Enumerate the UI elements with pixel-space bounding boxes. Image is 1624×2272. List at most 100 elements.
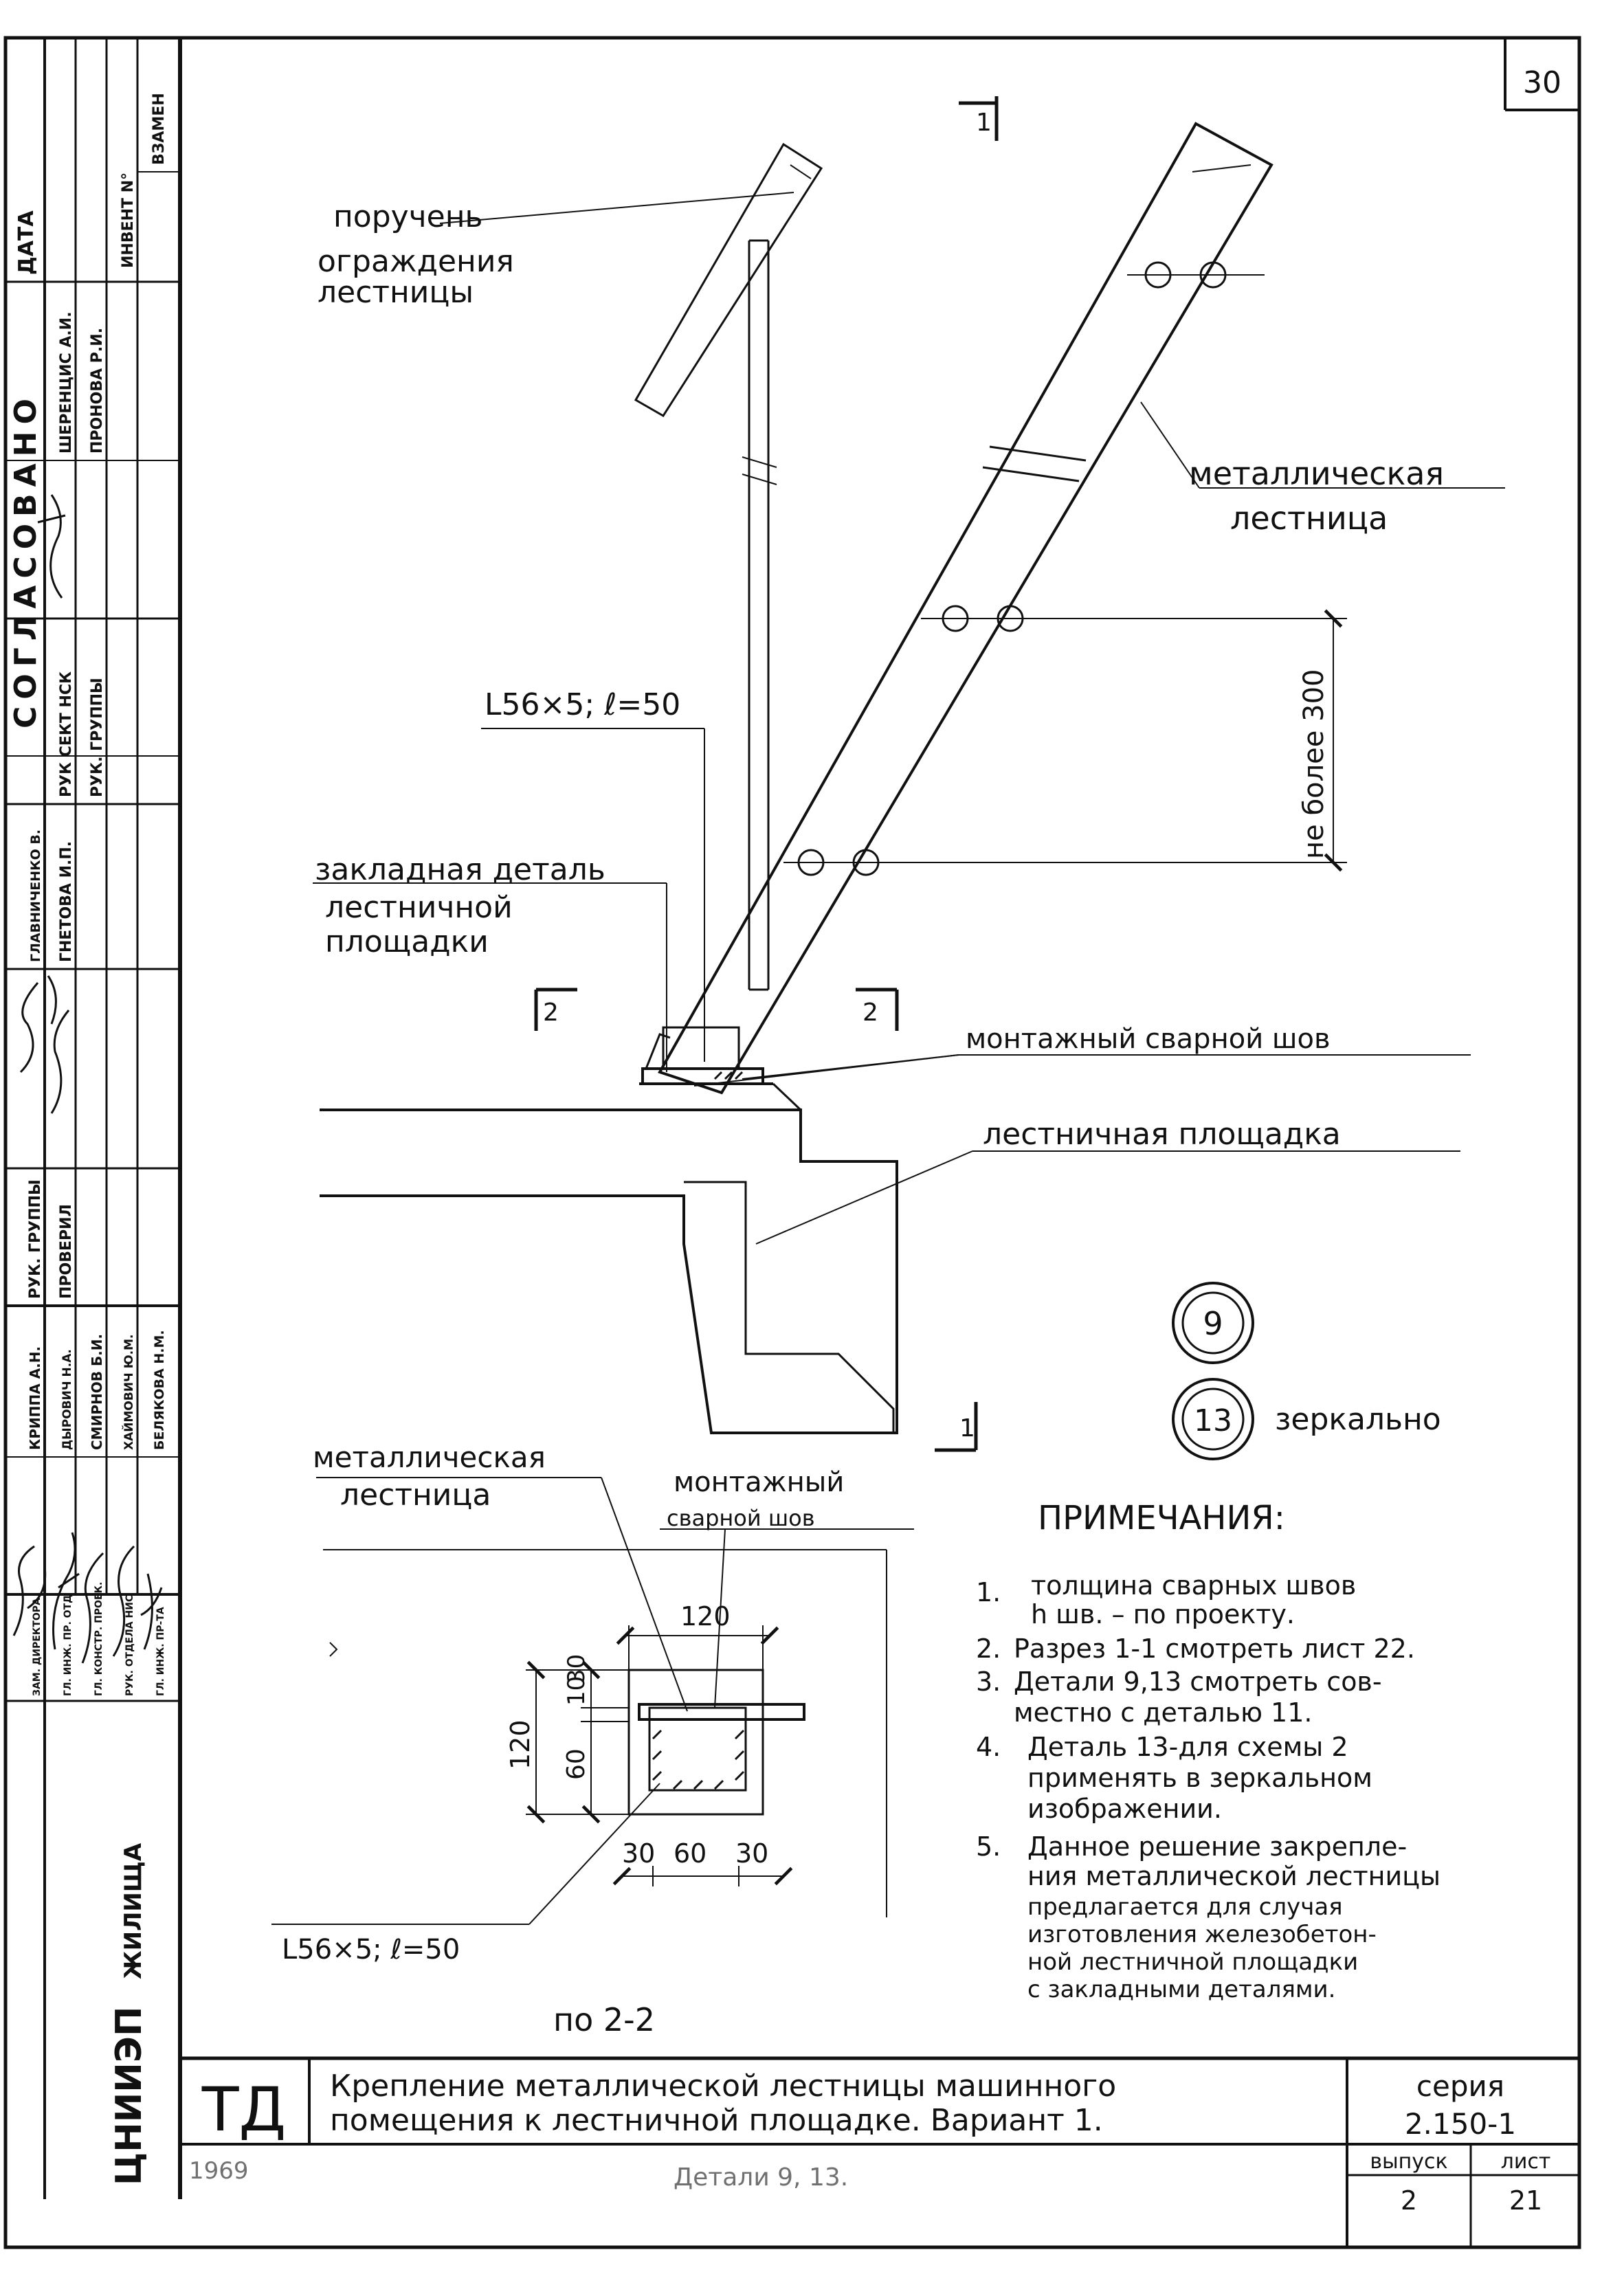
- label-landing: лестничная площадка: [983, 1117, 1341, 1152]
- tb-code: ТД: [201, 2074, 287, 2145]
- stamp-name-a-4: ХАЙМОВИЧ Ю.М.: [121, 1335, 136, 1451]
- side-stamp: ЦНИИЭП ЖИЛИЩА ДАТА СОГЛАСОВАНО ИНВЕНТ N°…: [5, 38, 180, 2199]
- page-number: 30: [1523, 65, 1561, 100]
- note-3-line-2: местно с деталью 11.: [1014, 1697, 1312, 1728]
- tb-sheet-value: 21: [1509, 2185, 1542, 2216]
- stamp-name-b-2: ГНЕТОВА И.П.: [58, 841, 75, 962]
- note-5-line-1: Данное решение закрепле-: [1027, 1831, 1407, 1862]
- note-5-line-2: ния металлической лестницы: [1027, 1861, 1441, 1891]
- stamp-replaces: ВЗАМЕН: [151, 93, 168, 165]
- elevation-view: 1 1 не более 30: [313, 96, 1505, 1460]
- stamp-role-b-2: ПРОВЕРИЛ: [58, 1204, 75, 1299]
- plan-label-ladder-2: лестница: [340, 1478, 491, 1513]
- tb-issue-value: 2: [1401, 2185, 1417, 2216]
- stamp-name-a-2: ДЫРОВИЧ Н.А.: [60, 1349, 74, 1450]
- note-2-line-1: Разрез 1-1 смотреть лист 22.: [1014, 1634, 1415, 1664]
- plan-caption: по 2-2: [553, 2001, 655, 2038]
- dim-10: 10: [563, 1676, 590, 1706]
- dim-bottom-2: 60: [674, 1838, 707, 1869]
- tb-series-value: 2.150-1: [1405, 2107, 1516, 2141]
- label-embedded-3: площадки: [325, 924, 489, 959]
- label-mirror: зеркально: [1275, 1402, 1441, 1437]
- note-1: 1. толщина сварных швов h шв. – по проек…: [976, 1570, 1356, 1629]
- plan-label-weld-1: монтажный: [674, 1467, 844, 1498]
- tb-title-2: помещения к лестничной площадке. Вариант…: [330, 2103, 1103, 2138]
- leaders: [313, 192, 1505, 1245]
- dim-bottom-1: 30: [622, 1838, 655, 1869]
- svg-text:3.: 3.: [976, 1667, 1001, 1697]
- note-4-line-3: изображении.: [1027, 1794, 1222, 1824]
- dim-120-side: 120: [505, 1719, 535, 1770]
- tb-year: 1969: [189, 2157, 249, 2185]
- bolt-holes: [783, 261, 1347, 876]
- tb-sheet-label: лист: [1501, 2150, 1551, 2174]
- notes-title: ПРИМЕЧАНИЯ:: [1038, 1499, 1285, 1537]
- sheet-frame: [3, 36, 1581, 2249]
- plan-label-ladder-1: металлическая: [313, 1440, 546, 1474]
- note-5: 5. Данное решение закрепле- ния металлич…: [976, 1831, 1441, 2003]
- tb-series-label: серия: [1416, 2069, 1504, 2103]
- stamp-role-a-3: ГЛ. КОНСТР. ПРОЕК.: [93, 1582, 104, 1696]
- stamp-agreed-role-1: РУК СЕКТ НСК: [58, 671, 75, 797]
- stamp-name-b-1: ГЛАВНИЧЕНКО В.: [28, 829, 43, 962]
- section-mark-right: 2: [863, 999, 878, 1027]
- detail-9: 9: [1203, 1305, 1223, 1342]
- note-1-line-1: толщина сварных швов: [1031, 1570, 1356, 1601]
- label-angle-top: L56×5; ℓ=50: [485, 687, 680, 722]
- plan-weld-marks: [652, 1729, 745, 1790]
- stamp-inv-no: ИНВЕНТ N°: [120, 172, 137, 268]
- notes: ПРИМЕЧАНИЯ: 1. толщина сварных швов h шв…: [976, 1499, 1441, 2003]
- note-5-line-5: ной лестничной площадки: [1027, 1948, 1358, 1976]
- stamp-agreed-name-1: ШЕРЕНЦИС А.И.: [58, 311, 75, 454]
- plan-label-weld-2: сварной шов: [667, 1505, 815, 1531]
- plan-view: 120 120 10 30 60 30 60 30 металлическая …: [271, 1440, 914, 2038]
- stamp-role-a-1: ЗАМ. ДИРЕКТОРА: [32, 1598, 43, 1696]
- label-metal-ladder-1: металлическая: [1189, 455, 1444, 492]
- section-mark-left: 2: [543, 999, 559, 1027]
- svg-text:1.: 1.: [976, 1577, 1001, 1607]
- stamp-org: ЦНИИЭП: [109, 2007, 150, 2185]
- weld-marks: [713, 1071, 744, 1080]
- stamp-agreed: СОГЛАСОВАНО: [8, 392, 43, 728]
- tb-subtitle: Детали 9, 13.: [674, 2163, 848, 2192]
- dim-bottom-3: 30: [735, 1838, 768, 1869]
- label-embedded-1: закладная деталь: [315, 852, 605, 887]
- label-handrail-3: лестницы: [318, 275, 474, 310]
- dimension-300: не более 300: [1298, 669, 1330, 859]
- stamp-agreed-name-2: ПРОНОВА Р.И.: [89, 328, 106, 454]
- note-5-line-4: изготовления железобетон-: [1027, 1921, 1377, 1948]
- note-5-line-6: с закладными деталями.: [1027, 1976, 1335, 2003]
- tb-issue-label: выпуск: [1370, 2150, 1447, 2174]
- note-3: 3. Детали 9,13 смотреть сов- местно с де…: [976, 1667, 1382, 1728]
- stamp-role-a-4: РУК. ОТДЕЛА НИС: [124, 1595, 135, 1696]
- detail-13-circle: [1172, 1378, 1254, 1460]
- stamp-name-a-1: КРИППА А.Н.: [27, 1346, 43, 1450]
- label-handrail-1: поручень: [333, 199, 482, 234]
- stamp-role-a-5: ГЛ. ИНЖ. ПР-ТА: [155, 1607, 166, 1696]
- dim-30-side: 30: [563, 1654, 590, 1684]
- note-5-line-3: предлагается для случая: [1027, 1893, 1343, 1921]
- plan-label-angle: L56×5; ℓ=50: [282, 1934, 460, 1965]
- dim-120-top: 120: [680, 1601, 731, 1631]
- stamp-role-a-2: ГЛ. ИНЖ. ПР. ОТД: [63, 1594, 74, 1696]
- note-3-line-1: Детали 9,13 смотреть сов-: [1014, 1667, 1382, 1697]
- label-embedded-2: лестничной: [325, 890, 513, 925]
- svg-text:5.: 5.: [976, 1831, 1001, 1862]
- label-weld: монтажный сварной шов: [966, 1023, 1331, 1055]
- stamp-agreed-role-2: РУК. ГРУППЫ: [89, 678, 106, 797]
- svg-text:2.: 2.: [976, 1634, 1001, 1664]
- note-4-line-2: применять в зеркальном: [1027, 1763, 1372, 1793]
- dim-60-side: 60: [562, 1748, 590, 1780]
- note-4-line-1: Деталь 13-для схемы 2: [1027, 1732, 1348, 1762]
- stamp-org-sub: ЖИЛИЩА: [120, 1842, 147, 1979]
- note-4: 4. Деталь 13-для схемы 2 применять в зер…: [976, 1732, 1372, 1824]
- signatures: [12, 494, 163, 1664]
- detail-9-circle: [1172, 1282, 1254, 1364]
- stamp-name-a-3: СМИРНОВ Б.И.: [89, 1334, 105, 1450]
- note-2: 2. Разрез 1-1 смотреть лист 22.: [976, 1634, 1415, 1664]
- section-mark-top: 1: [976, 109, 992, 137]
- title-block: ТД Крепление металлической лестницы маши…: [180, 2056, 1579, 2247]
- note-1-line-2: h шв. – по проекту.: [1031, 1599, 1295, 1629]
- stamp-name-a-5: БЕЛЯКОВА Н.М.: [152, 1330, 167, 1450]
